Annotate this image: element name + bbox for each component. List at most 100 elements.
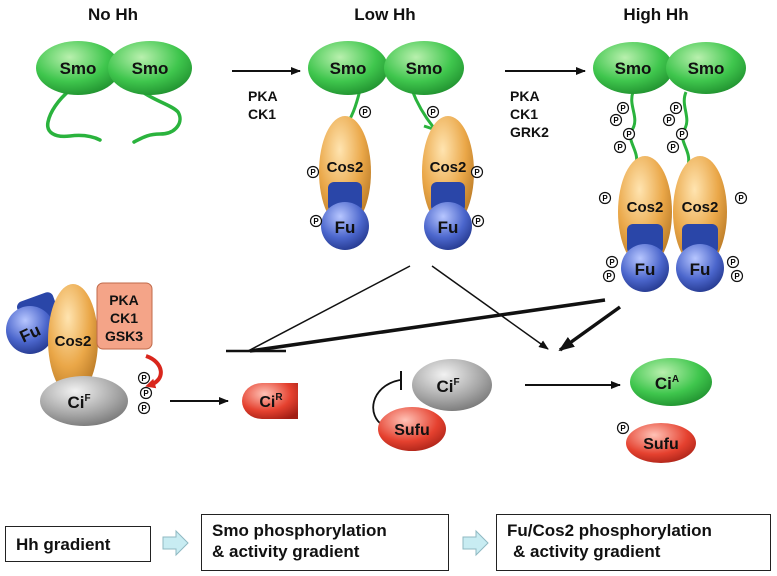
- phosphate-label: P: [679, 130, 685, 139]
- legend-hh-gradient: Hh gradient: [5, 526, 151, 562]
- phosphate-label: P: [666, 116, 672, 125]
- high-hh-complex: Smo Smo Cos2 Cos2 Fu Fu: [593, 42, 746, 292]
- phosphate-label: P: [362, 108, 368, 117]
- fu-label: Fu: [438, 218, 459, 237]
- smo-right: [384, 41, 464, 95]
- cos2-label: Cos2: [430, 159, 467, 176]
- phosphate-label: P: [475, 217, 481, 226]
- phosphate-marker: P: [602, 269, 616, 283]
- legend-arrow-icon: [462, 529, 489, 557]
- smo-label: Smo: [60, 59, 97, 78]
- phosphate-label: P: [141, 374, 147, 383]
- phosphate-label: P: [620, 424, 626, 433]
- fu: [621, 244, 669, 292]
- ci-activator: [630, 358, 712, 406]
- phosphate-label: P: [673, 104, 679, 113]
- header-low-hh: Low Hh: [354, 5, 415, 24]
- phosphate-label: P: [313, 217, 319, 226]
- phosphate-label: P: [602, 194, 608, 203]
- phosphate-marker: P: [662, 113, 676, 127]
- phosphate-label: P: [474, 168, 480, 177]
- fu: [676, 244, 724, 292]
- phosphate-marker: P: [730, 269, 744, 283]
- sufu-label: Sufu: [394, 422, 430, 439]
- phosphate-label: P: [606, 272, 612, 281]
- legend-smo-gradient: Smo phosphorylation & activity gradient: [201, 514, 449, 571]
- phosphate-marker: P: [616, 421, 630, 435]
- ci-repressor: [242, 383, 298, 419]
- cos2-label: Cos2: [627, 199, 664, 216]
- phosphate-marker: P: [616, 101, 630, 115]
- phosphate-marker: P: [675, 127, 689, 141]
- legend-text: Fu/Cos2 phosphorylation: [507, 521, 712, 540]
- phosphate-marker: P: [137, 371, 151, 385]
- phosphorylation-arrow: [145, 354, 163, 389]
- kinase-label: PKA: [109, 292, 139, 308]
- phosphate-marker: P: [598, 191, 612, 205]
- phosphate-label: P: [609, 258, 615, 267]
- phosphate-marker: P: [309, 214, 323, 228]
- low-hh-complex: Smo Smo Cos2 Cos2 Fu Fu: [308, 41, 474, 250]
- phosphate-marker: P: [139, 386, 153, 400]
- kinase-label: GSK3: [105, 328, 143, 344]
- smo-left: [308, 41, 388, 95]
- header-high-hh: High Hh: [623, 5, 688, 24]
- phosphate-marker: P: [426, 105, 440, 119]
- legend-text: Hh gradient: [16, 535, 111, 554]
- phosphate-label: P: [143, 389, 149, 398]
- fu-label: Fu: [335, 218, 356, 237]
- legend-fu-cos2-gradient: Fu/Cos2 phosphorylation & activity gradi…: [496, 514, 771, 571]
- smo-tail-right: [132, 88, 182, 144]
- phosphate-label: P: [620, 104, 626, 113]
- phosphate-marker: P: [137, 401, 151, 415]
- inhibition-line-from-high: [249, 298, 606, 353]
- fu: [321, 202, 369, 250]
- smo-label: Smo: [330, 59, 367, 78]
- phosphate-marker: P: [669, 101, 683, 115]
- sufu: [378, 407, 446, 451]
- fu-label: Fu: [635, 260, 656, 279]
- kinase-label: CK1: [110, 310, 138, 326]
- fu-label: Fu: [690, 260, 711, 279]
- sufu-inhibition: [372, 379, 401, 427]
- header-no-hh: No Hh: [88, 5, 138, 24]
- kinase-box: [96, 282, 153, 350]
- phosphate-marker: P: [358, 105, 372, 119]
- phosphate-marker: P: [622, 127, 636, 141]
- phosphate-label: P: [734, 272, 740, 281]
- smo-label: Smo: [132, 59, 169, 78]
- smo-tail-left: [45, 88, 102, 142]
- legend-text: Smo phosphorylation: [212, 521, 387, 540]
- cos2-label: Cos2: [55, 333, 92, 350]
- legend-arrow-icon: [162, 529, 189, 557]
- phosphate-label: P: [626, 130, 632, 139]
- sufu: [626, 423, 696, 463]
- phosphate-label: P: [613, 116, 619, 125]
- cos2-label: Cos2: [327, 159, 364, 176]
- ci-a-label: CiA: [655, 374, 679, 393]
- kinase-label: CK1: [510, 106, 538, 122]
- smo-right: [666, 42, 746, 94]
- sufu-label: Sufu: [643, 436, 679, 453]
- phosphate-marker: P: [470, 165, 484, 179]
- ci-processing-complex: Fu Cos2 PKA CK1 GSK3 CiF: [6, 282, 163, 426]
- phosphate-label: P: [430, 108, 436, 117]
- legend-text: & activity gradient: [212, 542, 360, 561]
- ci-r-label: CiR: [259, 392, 283, 411]
- kinase-label: PKA: [248, 88, 278, 104]
- inhibition-line-from-low: [247, 265, 411, 352]
- phosphate-label: P: [141, 404, 147, 413]
- smo-left: [593, 42, 673, 94]
- smo-left: [36, 41, 120, 95]
- phosphate-marker: P: [605, 255, 619, 269]
- activation-arrow-from-low: [431, 265, 549, 350]
- no-hh-smo-dimer: Smo Smo: [36, 41, 192, 144]
- phosphate-marker: P: [609, 113, 623, 127]
- fu: [424, 202, 472, 250]
- phosphate-label: P: [670, 143, 676, 152]
- smo-label: Smo: [406, 59, 443, 78]
- phosphate-label: P: [730, 258, 736, 267]
- phosphate-label: P: [738, 194, 744, 203]
